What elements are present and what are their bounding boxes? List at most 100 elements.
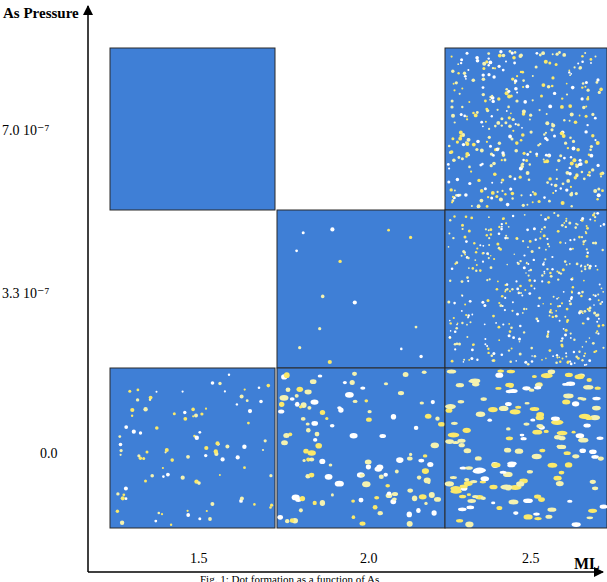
- quantum-dot: [467, 506, 475, 510]
- quantum-dot: [489, 485, 497, 490]
- quantum-dot: [542, 303, 544, 305]
- quantum-dot: [526, 263, 528, 265]
- quantum-dot: [502, 305, 504, 307]
- quantum-dot: [467, 69, 469, 71]
- quantum-dot: [597, 187, 600, 190]
- quantum-dot: [591, 455, 599, 459]
- quantum-dot: [600, 225, 602, 227]
- quantum-dot: [481, 397, 487, 401]
- quantum-dot: [535, 317, 538, 320]
- quantum-dot: [499, 248, 502, 251]
- quantum-dot: [499, 198, 503, 202]
- quantum-dot: [567, 361, 569, 363]
- quantum-dot: [547, 281, 550, 284]
- quantum-dot: [517, 238, 519, 240]
- quantum-dot: [566, 264, 568, 266]
- quantum-dot: [540, 95, 543, 98]
- quantum-dot: [473, 344, 475, 346]
- quantum-dot: [565, 373, 573, 377]
- quantum-dot: [516, 288, 519, 291]
- quantum-dot: [501, 181, 503, 183]
- quantum-dot: [465, 78, 467, 80]
- quantum-dot: [460, 113, 463, 116]
- quantum-dot: [496, 121, 500, 125]
- quantum-dot: [269, 474, 272, 477]
- tick-label: 2.5: [522, 551, 540, 566]
- quantum-dot: [224, 390, 226, 392]
- quantum-dot: [571, 291, 573, 293]
- quantum-dot: [534, 386, 541, 389]
- quantum-dot: [535, 239, 537, 241]
- quantum-dot: [490, 255, 492, 257]
- quantum-dot: [459, 495, 466, 499]
- quantum-dot: [574, 121, 578, 125]
- quantum-dot: [502, 54, 506, 58]
- quantum-dot: [562, 400, 570, 405]
- quantum-dot: [558, 297, 560, 299]
- quantum-dot: [463, 428, 471, 433]
- quantum-dot: [469, 300, 472, 303]
- quantum-dot: [560, 131, 564, 135]
- quantum-dot: [308, 450, 316, 456]
- quantum-dot: [544, 273, 546, 275]
- quantum-dot: [564, 334, 566, 336]
- quantum-dot: [496, 506, 502, 510]
- tick-label: 0.0: [40, 446, 58, 461]
- quantum-dot: [585, 160, 589, 164]
- quantum-dot: [420, 402, 424, 405]
- quantum-dot: [573, 339, 575, 341]
- quantum-dot: [549, 349, 552, 352]
- quantum-dot: [491, 463, 500, 468]
- quantum-dot: [515, 360, 517, 362]
- quantum-dot: [563, 119, 565, 121]
- quantum-dot: [460, 62, 462, 64]
- quantum-dot: [596, 212, 599, 215]
- quantum-dot: [452, 237, 454, 239]
- quantum-dot: [458, 137, 462, 141]
- quantum-dot: [236, 455, 240, 459]
- quantum-dot: [583, 355, 585, 357]
- quantum-dot: [568, 69, 570, 71]
- quantum-dot: [499, 50, 502, 53]
- quantum-dot: [555, 190, 557, 192]
- quantum-dot: [486, 234, 488, 236]
- quantum-dot: [253, 503, 256, 506]
- quantum-dot: [590, 480, 596, 484]
- quantum-dot: [583, 424, 590, 428]
- quantum-dot: [575, 374, 585, 379]
- quantum-dot: [584, 352, 586, 354]
- quantum-dot: [567, 361, 570, 364]
- quantum-dot: [211, 381, 215, 385]
- afm-image: [110, 368, 275, 528]
- quantum-dot: [481, 476, 490, 481]
- quantum-dot: [329, 464, 333, 467]
- quantum-dot: [492, 100, 495, 103]
- quantum-dot: [565, 188, 568, 191]
- axis-title: ML: [574, 555, 600, 573]
- quantum-dot: [466, 336, 468, 338]
- quantum-dot: [571, 86, 575, 90]
- quantum-dot: [556, 298, 558, 300]
- quantum-dot: [447, 163, 450, 166]
- quantum-dot: [477, 179, 480, 182]
- quantum-dot: [598, 457, 604, 461]
- quantum-dot: [593, 294, 595, 296]
- quantum-dot: [579, 162, 583, 166]
- quantum-dot: [514, 149, 518, 153]
- quantum-dot: [570, 333, 572, 335]
- quantum-dot: [551, 312, 553, 314]
- quantum-dot: [498, 233, 501, 236]
- quantum-dot: [467, 499, 476, 503]
- afm-image: [277, 210, 445, 368]
- quantum-dot: [501, 305, 503, 307]
- quantum-dot: [451, 99, 454, 102]
- quantum-dot: [574, 226, 577, 229]
- quantum-dot: [448, 145, 451, 148]
- quantum-dot: [448, 167, 450, 169]
- quantum-dot: [452, 441, 459, 444]
- quantum-dot: [487, 419, 492, 422]
- quantum-dot: [162, 475, 165, 478]
- quantum-dot: [500, 484, 512, 489]
- quantum-dot: [306, 422, 310, 425]
